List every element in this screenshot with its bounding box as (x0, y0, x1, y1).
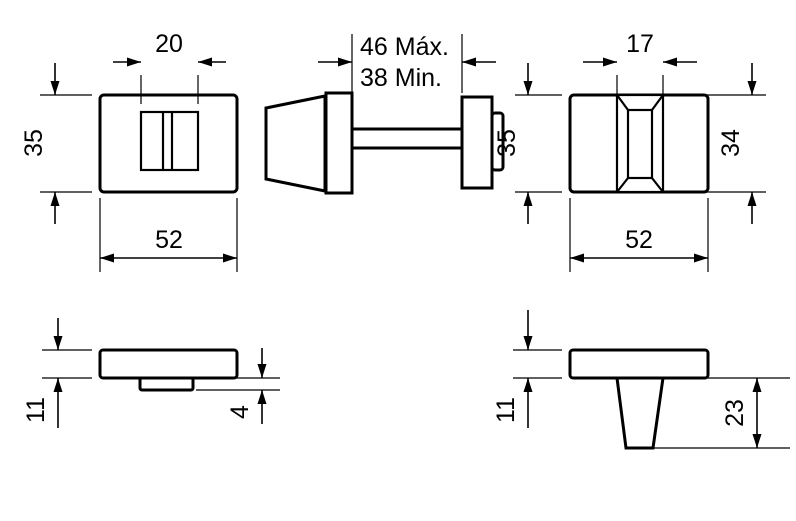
knob-profile-leg (615, 376, 665, 450)
knob-profile-plate (568, 348, 710, 380)
dim-46-arrow-left (338, 57, 352, 67)
dim-35-left-arrow-bottom (50, 192, 60, 206)
dim-11-left-arrow-top (53, 336, 63, 350)
knob-collar (324, 91, 354, 195)
boss-bevel-top-left (616, 94, 629, 111)
boss-bevel-top-right (651, 94, 664, 111)
dim-34-label: 34 (717, 129, 745, 157)
dim-20-arrow-right (198, 57, 212, 67)
dim-34-arrow-top (747, 81, 757, 95)
rose-plate (460, 95, 494, 190)
rose-boss (490, 111, 505, 172)
dim-46-max-label: 46 Máx. (360, 33, 449, 61)
dim-52-left-arrow-left (100, 253, 114, 263)
view-knob-profile: 11 23 (492, 310, 790, 450)
dim-35-left-arrow-top (50, 81, 60, 95)
dim-17-label: 17 (626, 30, 654, 58)
dim-35-right-label: 35 (493, 129, 521, 157)
plate-profile-boss (138, 376, 195, 392)
view-front-plate: 20 35 52 (20, 30, 239, 272)
dim-35-right-arrow-bottom (523, 192, 533, 206)
dim-23-label: 23 (721, 399, 749, 427)
dim-23-arrow-top (752, 378, 762, 392)
dim-4-label: 4 (226, 405, 254, 419)
dim-38-min-label: 38 Min. (360, 64, 442, 92)
dim-4-arrow-bottom (257, 390, 267, 404)
dim-17-arrow-right (663, 57, 677, 67)
dim-17-arrow-left (603, 57, 617, 67)
rear-plate-boss-inner (626, 108, 654, 180)
spindle-shaft (350, 127, 464, 150)
dim-11-right-label: 11 (492, 397, 520, 423)
dim-11-left-arrow-bottom (53, 378, 63, 392)
dim-34-arrow-bottom (747, 192, 757, 206)
dim-11-left-label: 11 (22, 397, 50, 423)
dim-4-arrow-top (257, 364, 267, 378)
dim-52-left-label: 52 (155, 226, 183, 254)
dim-35-left-label: 35 (20, 129, 48, 157)
dim-11-right-arrow-top (523, 336, 533, 350)
dim-20-arrow-left (127, 57, 141, 67)
boss-bevel-bottom-left (616, 177, 629, 193)
dim-20-label: 20 (155, 30, 183, 58)
dim-35-right-arrow-top (523, 81, 533, 95)
dim-52-right-arrow-left (570, 253, 584, 263)
dim-23-arrow-bottom (752, 434, 762, 448)
dim-52-left-arrow-right (223, 253, 237, 263)
view-plate-profile: 11 4 (22, 318, 280, 428)
dim-11-right-arrow-bottom (523, 378, 533, 392)
knob-body-taper (264, 94, 327, 193)
view-rear-plate: 17 35 34 52 (493, 30, 766, 272)
view-side-assembly: 46 Máx. 38 Min. (264, 33, 505, 195)
plate-profile-body (98, 348, 239, 380)
dim-52-right-arrow-right (694, 253, 708, 263)
dim-52-right-label: 52 (625, 226, 653, 254)
dim-46-arrow-right (462, 57, 476, 67)
front-plate-slot-outline (139, 110, 200, 172)
boss-bevel-bottom-right (651, 177, 664, 193)
